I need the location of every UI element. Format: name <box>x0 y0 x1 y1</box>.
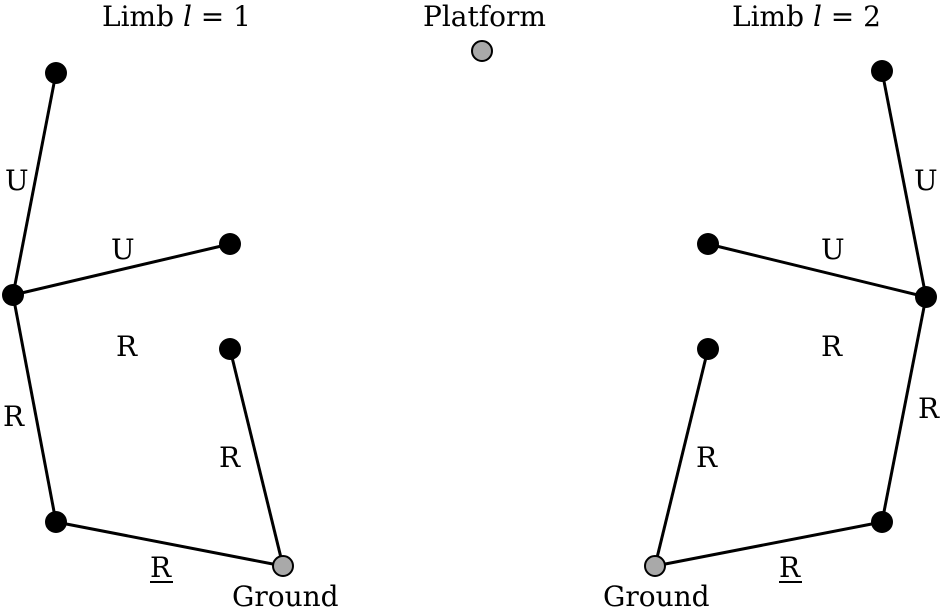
limb2-edge-left <box>653 348 710 567</box>
limb1-node-hub <box>2 284 24 306</box>
limb1-node-right <box>219 338 241 360</box>
limb2-label-right: R <box>918 392 940 425</box>
limb1-label-left: R <box>3 400 25 433</box>
limb1-ground-label: Ground <box>232 580 339 610</box>
limb2-label-bottom: R <box>779 551 801 584</box>
limb1-edge-mid <box>12 242 231 297</box>
limb1-label-bottom: R <box>150 551 172 584</box>
limb1-label-mid: U <box>111 233 135 266</box>
limb1-edge-right <box>228 348 285 567</box>
limb2-node-bottom <box>871 511 893 533</box>
limb2-edge-right <box>880 296 928 523</box>
limb2-node-mid <box>697 233 719 255</box>
limb1-ground-node <box>272 555 294 577</box>
limb1-label-upper: U <box>5 164 29 197</box>
limb2-edge-mid <box>707 242 927 299</box>
limb2-title: Limb l = 2 <box>732 0 881 33</box>
limb2-node-left <box>697 338 719 360</box>
limb1-title: Limb l = 1 <box>102 0 251 33</box>
limb2-label-upper: U <box>914 164 938 197</box>
limb2-node-top <box>871 60 893 82</box>
limb2-ground-node <box>644 555 666 577</box>
limb1-label-center: R <box>116 330 138 363</box>
limb2-edge-bottom <box>654 520 883 568</box>
limb2-edge-upper <box>880 70 928 298</box>
limb2-label-left: R <box>696 441 718 474</box>
limb1-edge-left <box>11 294 58 523</box>
platform-node <box>471 40 493 62</box>
limb1-edge-bottom <box>55 520 284 568</box>
limb2-node-hub <box>915 286 937 308</box>
limb2-label-center: R <box>821 330 843 363</box>
limb2-ground-label: Ground <box>603 580 710 610</box>
limb1-node-mid <box>219 233 241 255</box>
limb2-label-mid: U <box>821 233 845 266</box>
limb1-edge-upper <box>11 72 58 296</box>
platform-title: Platform <box>423 0 546 33</box>
limb1-label-right: R <box>219 441 241 474</box>
limb1-node-bottom <box>45 511 67 533</box>
limb1-node-top <box>45 62 67 84</box>
